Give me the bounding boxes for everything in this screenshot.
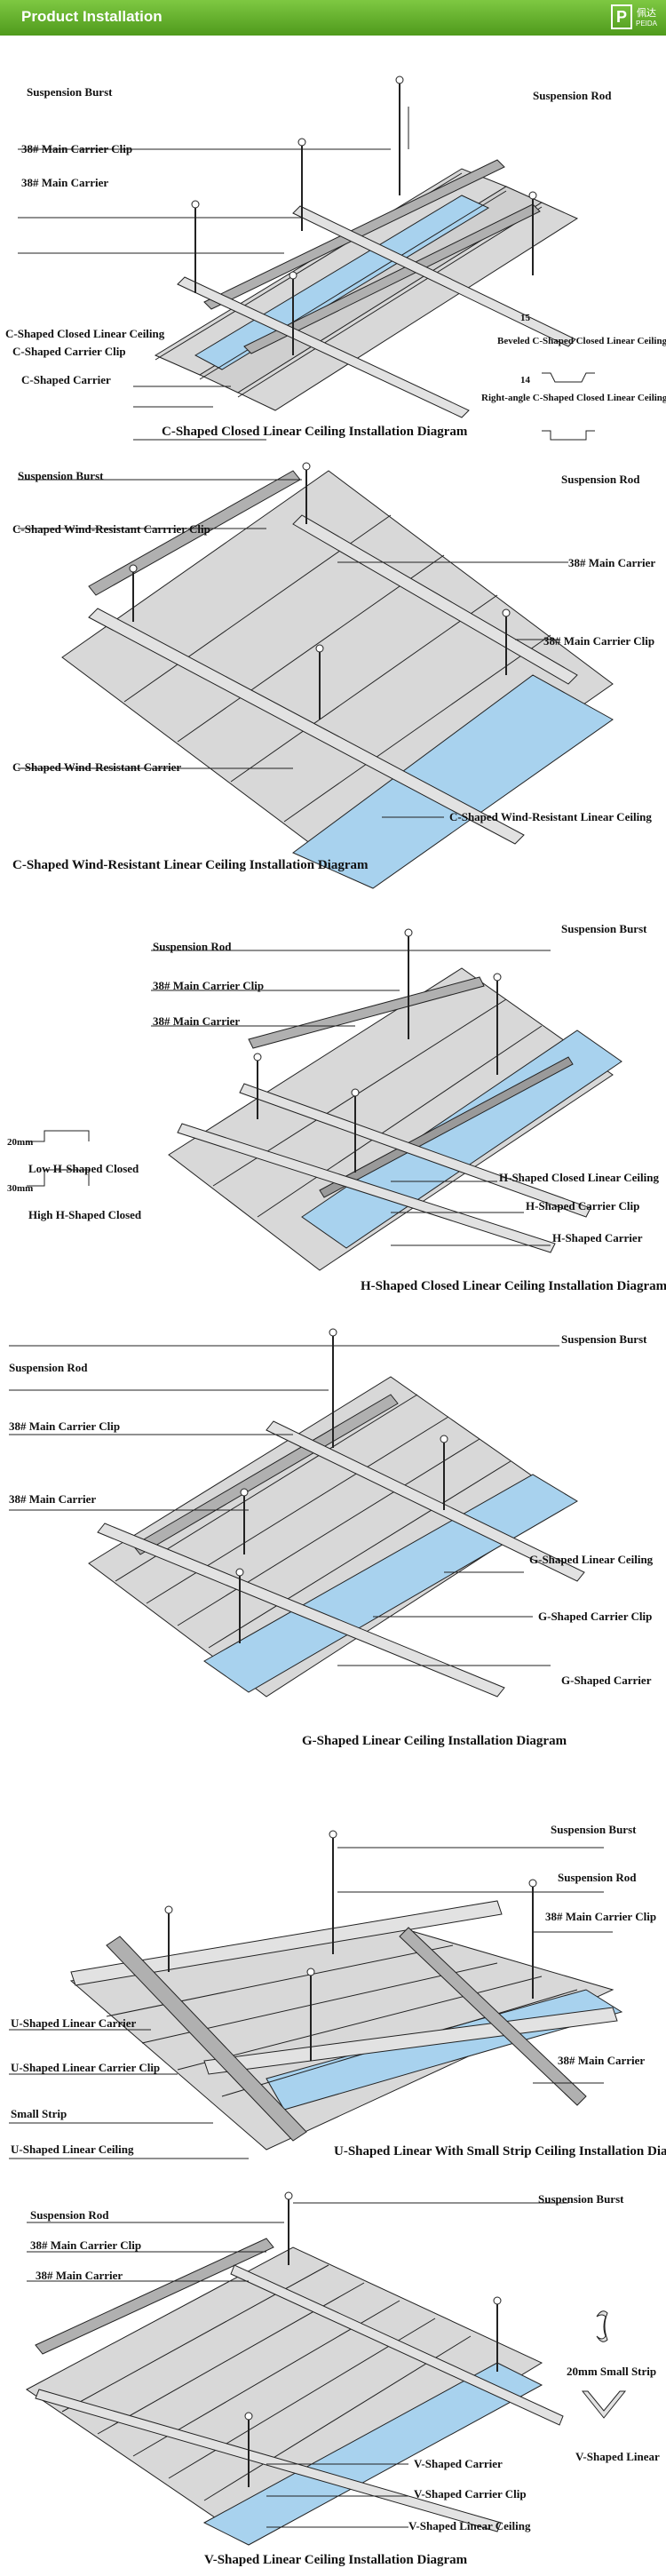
label-main-carrier: 38# Main Carrier — [9, 1492, 97, 1506]
h-shaped-closed-diagram-svg — [27, 928, 622, 1271]
label-low-h: Low H-Shaped Closed — [28, 1162, 139, 1175]
label-carrier-clip: G-Shaped Carrier Clip — [538, 1610, 653, 1623]
label-main-carrier-clip: 38# Main Carrier Clip — [9, 1419, 121, 1433]
profile1-name: Beveled C-Shaped Closed Linear Ceiling — [497, 336, 666, 346]
section-header: Product Installation P 佩达 PEIDA — [0, 0, 666, 36]
diagram-title: V-Shaped Linear Ceiling Installation Dia… — [204, 2553, 468, 2567]
label-suspension-rod: Suspension Rod — [558, 1871, 637, 1884]
label-linear-carrier-clip: U-Shaped Linear Carrier Clip — [11, 2061, 161, 2074]
label-suspension-burst: Suspension Burst — [27, 85, 113, 99]
dim-low: 20mm — [7, 1137, 34, 1148]
label-linear-ceiling: H-Shaped Closed Linear Ceiling — [499, 1171, 659, 1184]
profile2-name: Right-angle C-Shaped Closed Linear Ceili… — [481, 393, 666, 403]
diagram-title: C-Shaped Closed Linear Ceiling Installat… — [162, 425, 468, 439]
page-title: Product Installation — [21, 8, 163, 25]
label-carrier: C-Shaped Carrier — [21, 373, 111, 386]
label-suspension-burst: Suspension Burst — [561, 1332, 647, 1346]
profile1-dimension: 15 — [520, 313, 530, 323]
label-v-linear: V-Shaped Linear — [575, 2450, 660, 2463]
label-linear-ceiling: C-Shaped Closed Linear Ceiling — [5, 327, 165, 340]
label-suspension-rod: Suspension Rod — [153, 940, 232, 953]
label-linear-ceiling: C-Shaped Wind-Resistant Linear Ceiling — [449, 810, 652, 823]
label-main-carrier-clip: 38# Main Carrier Clip — [30, 2238, 142, 2252]
u-shaped-diagram-svg — [9, 1830, 623, 2159]
label-suspension-rod: Suspension Rod — [561, 473, 640, 486]
label-main-carrier-clip: 38# Main Carrier Clip — [543, 634, 655, 648]
profile2-dimension: 14 — [520, 375, 530, 386]
label-high-h: High H-Shaped Closed — [28, 1208, 142, 1221]
label-carrier-clip: C-Shaped Carrier Clip — [12, 345, 126, 358]
label-main-carrier: 38# Main Carrier — [21, 176, 109, 189]
label-carrier: V-Shaped Carrier — [414, 2457, 503, 2470]
diagram-title: U-Shaped Linear With Small Strip Ceiling… — [334, 2144, 666, 2159]
diagram-title: H-Shaped Closed Linear Ceiling Installat… — [361, 1279, 666, 1293]
label-carrier-clip: C-Shaped Wind-Resistant Carrrier Clip — [12, 522, 210, 536]
label-suspension-burst: Suspension Burst — [561, 922, 647, 935]
label-main-carrier: 38# Main Carrier — [153, 1014, 241, 1028]
logo-en-text: PEIDA — [636, 20, 658, 28]
g-shaped-diagram-svg — [9, 1328, 585, 1697]
diagram-title: C-Shaped Wind-Resistant Linear Ceiling I… — [12, 858, 369, 872]
label-suspension-burst: Suspension Burst — [551, 1823, 637, 1836]
label-main-carrier-clip: 38# Main Carrier Clip — [153, 979, 265, 992]
label-suspension-rod: Suspension Rod — [9, 1361, 88, 1374]
dim-high: 30mm — [7, 1183, 34, 1194]
label-carrier: G-Shaped Carrier — [561, 1674, 652, 1687]
label-linear-ceiling: U-Shaped Linear Ceiling — [11, 2143, 134, 2156]
c-shaped-closed-diagram-svg — [18, 76, 595, 441]
label-carrier: H-Shaped Carrier — [552, 1231, 643, 1244]
label-small-strip: 20mm Small Strip — [567, 2365, 657, 2378]
label-suspension-burst: Suspension Burst — [18, 469, 104, 482]
c-wind-resistant-diagram-svg — [18, 462, 614, 889]
label-main-carrier-clip: 38# Main Carrier Clip — [21, 142, 133, 155]
label-main-carrier: 38# Main Carrier — [568, 556, 656, 569]
label-linear-ceiling: V-Shaped Linear Ceiling — [408, 2519, 531, 2532]
label-suspension-burst: Suspension Burst — [538, 2192, 624, 2206]
label-suspension-rod: Suspension Rod — [30, 2208, 109, 2222]
logo-cn-text: 佩达 — [637, 7, 656, 19]
label-carrier-clip: V-Shaped Carrier Clip — [414, 2487, 527, 2500]
peida-logo-icon: P — [611, 4, 632, 29]
diagram-title: G-Shaped Linear Ceiling Installation Dia… — [302, 1734, 567, 1748]
label-linear-carrier: U-Shaped Linear Carrier — [11, 2016, 137, 2030]
label-linear-ceiling: G-Shaped Linear Ceiling — [529, 1553, 654, 1566]
label-main-carrier: 38# Main Carrier — [36, 2269, 123, 2282]
label-carrier: C-Shaped Wind-Resistant Carrier — [12, 760, 182, 774]
label-main-carrier: 38# Main Carrier — [558, 2054, 646, 2067]
label-main-carrier-clip: 38# Main Carrier Clip — [545, 1910, 657, 1923]
label-suspension-rod: Suspension Rod — [533, 89, 612, 102]
label-carrier-clip: H-Shaped Carrier Clip — [526, 1199, 640, 1212]
v-shaped-diagram-svg — [26, 2191, 627, 2546]
label-small-strip: Small Strip — [11, 2107, 67, 2120]
